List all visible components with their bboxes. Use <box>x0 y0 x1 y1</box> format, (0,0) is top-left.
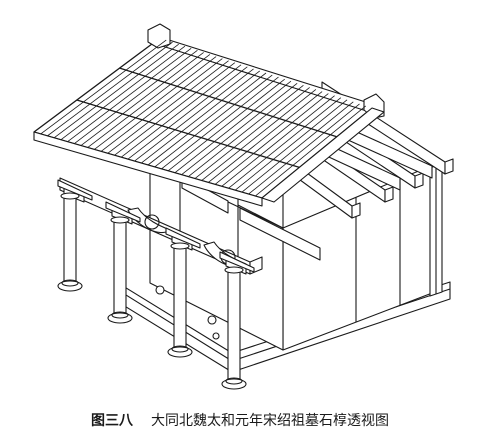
roof-tile-line <box>114 62 236 156</box>
column <box>107 216 133 324</box>
roof-tile-line <box>174 80 292 174</box>
tie-beams <box>181 127 433 261</box>
rosette-ornament <box>155 285 165 295</box>
sarcophagus-perspective-drawing <box>33 23 454 390</box>
ridge-end-ornament <box>147 23 171 49</box>
roof-tile-line <box>87 54 211 148</box>
roof-tile-line <box>53 43 179 139</box>
roof-tile-course <box>119 67 337 138</box>
rear-corner-post <box>429 162 443 297</box>
column <box>167 242 193 358</box>
rosette-ornament <box>207 315 217 325</box>
roof-tile-line <box>208 91 323 183</box>
roof-tile-line <box>47 41 173 137</box>
roof-tile-line <box>40 39 167 135</box>
figure-title: 大同北魏太和元年宋绍祖墓石椁透视图 <box>151 413 389 429</box>
roof-tile-line <box>187 85 304 177</box>
roof-tile-line <box>201 89 317 181</box>
figure-caption: 图三八 大同北魏太和元年宋绍祖墓石椁透视图 <box>0 408 480 432</box>
front-columns <box>57 192 247 390</box>
gable-fascia <box>261 107 385 203</box>
roof-tile-line <box>107 60 229 154</box>
figure-number: 图三八 <box>91 413 133 429</box>
front-lintel <box>57 177 263 275</box>
column <box>57 192 83 292</box>
roof-tile-line <box>221 95 335 187</box>
roof-tile-line <box>80 52 204 146</box>
roof-tile-line <box>214 93 329 185</box>
roof-tile-line <box>228 97 342 189</box>
roof-tile-line <box>127 66 248 160</box>
roof-tile-line <box>181 82 298 176</box>
roof-tile-line <box>154 74 273 168</box>
roof-tile-line <box>161 76 279 170</box>
roof-tile-line <box>255 105 367 197</box>
roof-tile-line <box>100 58 223 152</box>
roof-tile-line <box>73 50 198 144</box>
tiled-roof <box>33 23 385 207</box>
roof-tile-line <box>60 45 186 141</box>
rosette-ornament <box>212 332 220 340</box>
roof-tile-line <box>147 72 267 166</box>
roof-tile-line <box>120 64 242 158</box>
roof-tile-line <box>94 56 217 150</box>
roof-tile-line <box>167 78 285 172</box>
roof-tile-line <box>194 87 310 179</box>
roof-tile-course <box>76 99 300 169</box>
bracket-set <box>165 227 201 251</box>
roof-tile-line <box>67 47 192 143</box>
roof-tile-line <box>234 99 348 191</box>
roof-tile-line <box>141 70 261 164</box>
roof-tile-line <box>248 103 360 195</box>
roof-tile-line <box>134 68 254 162</box>
roof-tile-line <box>241 101 354 193</box>
column <box>221 266 247 390</box>
